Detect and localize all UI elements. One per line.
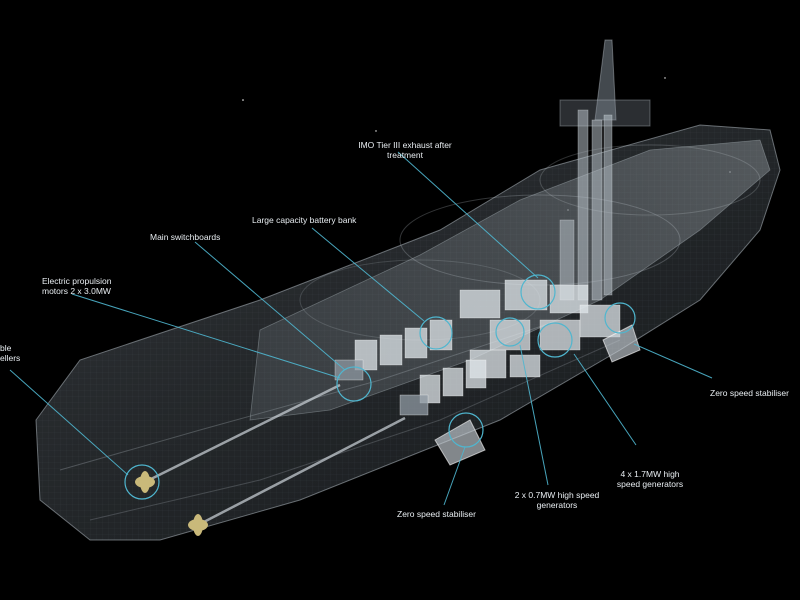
label-generators-4x-line2: speed generators	[616, 479, 684, 489]
propellers	[135, 471, 208, 536]
leader-lines	[9, 151, 713, 506]
label-propellers: ble ellers	[0, 343, 20, 363]
label-battery-bank-text: Large capacity battery bank	[252, 215, 357, 225]
label-generators-2x-line1: 2 x 0.7MW high speed	[514, 490, 600, 500]
label-stabiliser-right-text: Zero speed stabiliser	[710, 388, 789, 398]
label-imo-exhaust: IMO Tier III exhaust after treatment	[350, 140, 460, 160]
label-generators-2x: 2 x 0.7MW high speed generators	[502, 490, 612, 510]
label-propellers-line1: ble	[0, 343, 12, 353]
machinery-blocks	[334, 279, 621, 416]
label-generators-4x: 4 x 1.7MW high speed generators	[600, 469, 700, 489]
label-main-switchboards: Main switchboards	[150, 232, 220, 242]
label-stabiliser-right: Zero speed stabiliser	[710, 388, 789, 398]
propeller-shafts	[144, 383, 406, 527]
highlight-rings	[124, 274, 636, 500]
label-stabiliser-bottom-text: Zero speed stabiliser	[397, 509, 476, 519]
label-electric-propulsion: Electric propulsion motors 2 x 3.0MW	[42, 276, 111, 296]
label-imo-exhaust-line2: treatment	[387, 150, 423, 160]
label-propellers-line2: ellers	[0, 353, 21, 363]
label-generators-4x-line1: 4 x 1.7MW high	[620, 469, 680, 479]
label-electric-propulsion-line1: Electric propulsion	[42, 276, 112, 286]
label-main-switchboards-text: Main switchboards	[150, 232, 221, 242]
label-stabiliser-bottom: Zero speed stabiliser	[397, 509, 476, 519]
stabiliser-fins	[434, 324, 641, 466]
label-battery-bank: Large capacity battery bank	[252, 215, 356, 225]
exhaust-stacks	[559, 109, 613, 301]
label-electric-propulsion-line2: motors 2 x 3.0MW	[42, 286, 111, 296]
label-imo-exhaust-line1: IMO Tier III exhaust after	[358, 140, 452, 150]
label-generators-2x-line2: generators	[536, 500, 578, 510]
ship-hull	[35, 39, 781, 541]
